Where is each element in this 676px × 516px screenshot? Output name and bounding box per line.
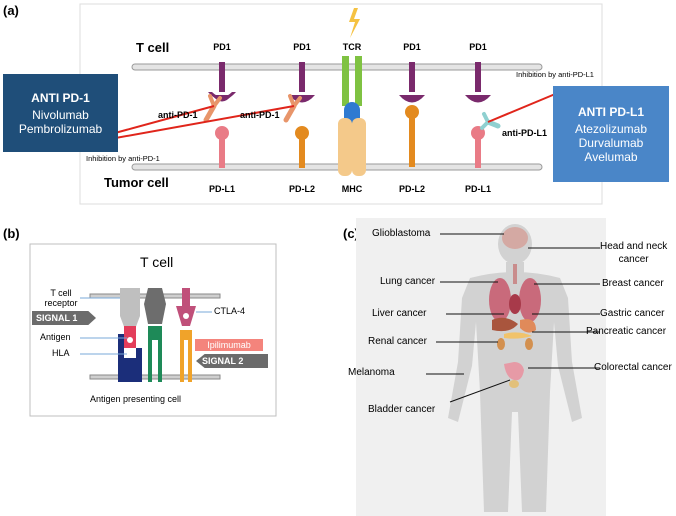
panel-b-label: (b)	[3, 226, 20, 241]
ligand-label-2: PD-L2	[288, 184, 315, 194]
pd1-receptor-2	[289, 62, 315, 103]
left-lung-icon	[489, 278, 511, 322]
organ-pancreatic: Pancreatic cancer	[586, 326, 667, 337]
anti-pdl1-antibody	[480, 112, 501, 130]
receptor-label-5: PD1	[469, 42, 487, 52]
inhibition-pd1-label: Inhibition by anti-PD-1	[86, 154, 160, 163]
t-cell-membrane	[131, 63, 543, 71]
anti-pd1-drug-1: Nivolumab	[32, 107, 89, 122]
inhibition-pdl1-label: Inhibition by anti-PD-L1	[516, 70, 594, 79]
organ-lung: Lung cancer	[380, 276, 436, 287]
pancreas-icon	[504, 332, 532, 339]
ipilimumab-badge: Ipilimumab	[195, 339, 263, 351]
organ-head-neck: Head and neck cancer	[600, 240, 667, 266]
hla-label: HLA	[52, 348, 70, 358]
tcr-mhc-complex	[338, 56, 366, 176]
tcr-label-line-1: T cell	[50, 288, 72, 298]
pd1-receptor-3	[399, 62, 425, 103]
panel-b-diagram	[29, 243, 277, 417]
lightning-icon	[349, 8, 360, 38]
signal-1-text: SIGNAL 1	[36, 313, 78, 323]
right-lung-icon	[519, 278, 541, 322]
apc-membrane-b	[89, 374, 221, 380]
tumor-cell-membrane	[131, 163, 543, 171]
hla-shape	[118, 334, 142, 382]
ipilimumab-text: Ipilimumab	[207, 340, 251, 350]
anti-pd1-title: ANTI PD-1	[31, 90, 90, 105]
pd1-receptor-4	[465, 62, 491, 103]
receptor-label-2: PD1	[293, 42, 311, 52]
anti-pdl1-drug-1: Atezolizumab	[574, 121, 648, 136]
inhibition-line-pdl1	[487, 91, 561, 123]
signal-2-badge: SIGNAL 2	[196, 354, 268, 368]
apc-label: Antigen presenting cell	[90, 394, 182, 404]
anti-pdl1-title: ANTI PD-L1	[578, 104, 644, 119]
ligand-label-4: PD-L2	[398, 184, 425, 194]
organ-renal: Renal cancer	[368, 336, 427, 347]
anti-pdl1-box: ANTI PD-L1 Atezolizumab Durvalumab Avelu…	[553, 86, 669, 182]
t-cell-label: T cell	[136, 40, 170, 55]
panel-c-label: (c)	[343, 226, 359, 241]
organ-colorectal: Colorectal cancer	[594, 362, 672, 373]
ligand-label-5: PD-L1	[464, 184, 491, 194]
ligand-label-1: PD-L1	[208, 184, 235, 194]
organ-liver: Liver cancer	[372, 308, 427, 319]
organ-head-neck-line-1: Head and neck	[600, 241, 668, 252]
brain-icon	[502, 227, 528, 249]
anti-pdl1-label: anti-PD-L1	[502, 128, 547, 138]
anti-pd1-box: ANTI PD-1 Nivolumab Pembrolizumab	[3, 74, 118, 152]
receptor-label-4: PD1	[403, 42, 421, 52]
left-kidney-icon	[497, 338, 505, 350]
pd-l2-ligand-1	[295, 126, 309, 168]
anti-pd1-antibody-2	[283, 94, 302, 123]
anti-pd1-antibody-1	[203, 94, 222, 123]
organ-gastric: Gastric cancer	[600, 308, 665, 319]
leader-lines	[426, 233, 600, 403]
anti-pd1-drug-2: Pembrolizumab	[18, 121, 103, 136]
panel-a-diagram	[59, 3, 603, 205]
tumor-cell-label: Tumor cell	[104, 175, 169, 190]
bladder-icon	[509, 380, 519, 388]
stomach-icon	[520, 319, 536, 333]
tcr-label: T cell receptor	[40, 288, 82, 308]
ligand-label-3: MHC	[341, 184, 363, 194]
pd-l2-ligand-2	[405, 105, 419, 167]
anti-pdl1-drug-2: Durvalumab	[578, 135, 644, 150]
organ-bladder: Bladder cancer	[368, 404, 436, 415]
organ-melanoma: Melanoma	[348, 367, 395, 378]
panel-b-title: T cell	[140, 254, 174, 270]
organ-head-neck-line-2: cancer	[618, 254, 649, 265]
receptor-label-3: TCR	[342, 42, 362, 52]
liver-icon	[492, 317, 518, 332]
signal-1-badge: SIGNAL 1	[32, 311, 96, 325]
ctla4-label: CTLA-4	[214, 306, 246, 316]
organ-breast: Breast cancer	[602, 278, 664, 289]
anti-pd1-label-1: anti-PD-1	[158, 110, 198, 120]
tcr-shape	[120, 288, 140, 332]
anti-pd1-label-2: anti-PD-1	[240, 110, 280, 120]
tcr-label-line-2: receptor	[44, 298, 78, 308]
right-kidney-icon	[525, 338, 533, 350]
signal-2-text: SIGNAL 2	[202, 356, 244, 366]
colon-icon	[504, 362, 524, 381]
receptor-label-1: PD1	[213, 42, 231, 52]
panel-c-diagram	[356, 218, 606, 516]
b7-shape	[180, 330, 192, 382]
organ-glioblastoma: Glioblastoma	[372, 228, 431, 239]
pd-l1-ligand-1	[215, 126, 229, 168]
heart-icon	[509, 294, 521, 314]
antigen-label: Antigen	[40, 332, 71, 342]
cd80-shape	[148, 326, 162, 382]
cd28-shape	[144, 288, 166, 324]
anti-pdl1-drug-3: Avelumab	[584, 149, 638, 164]
panel-a-label: (a)	[3, 3, 19, 18]
